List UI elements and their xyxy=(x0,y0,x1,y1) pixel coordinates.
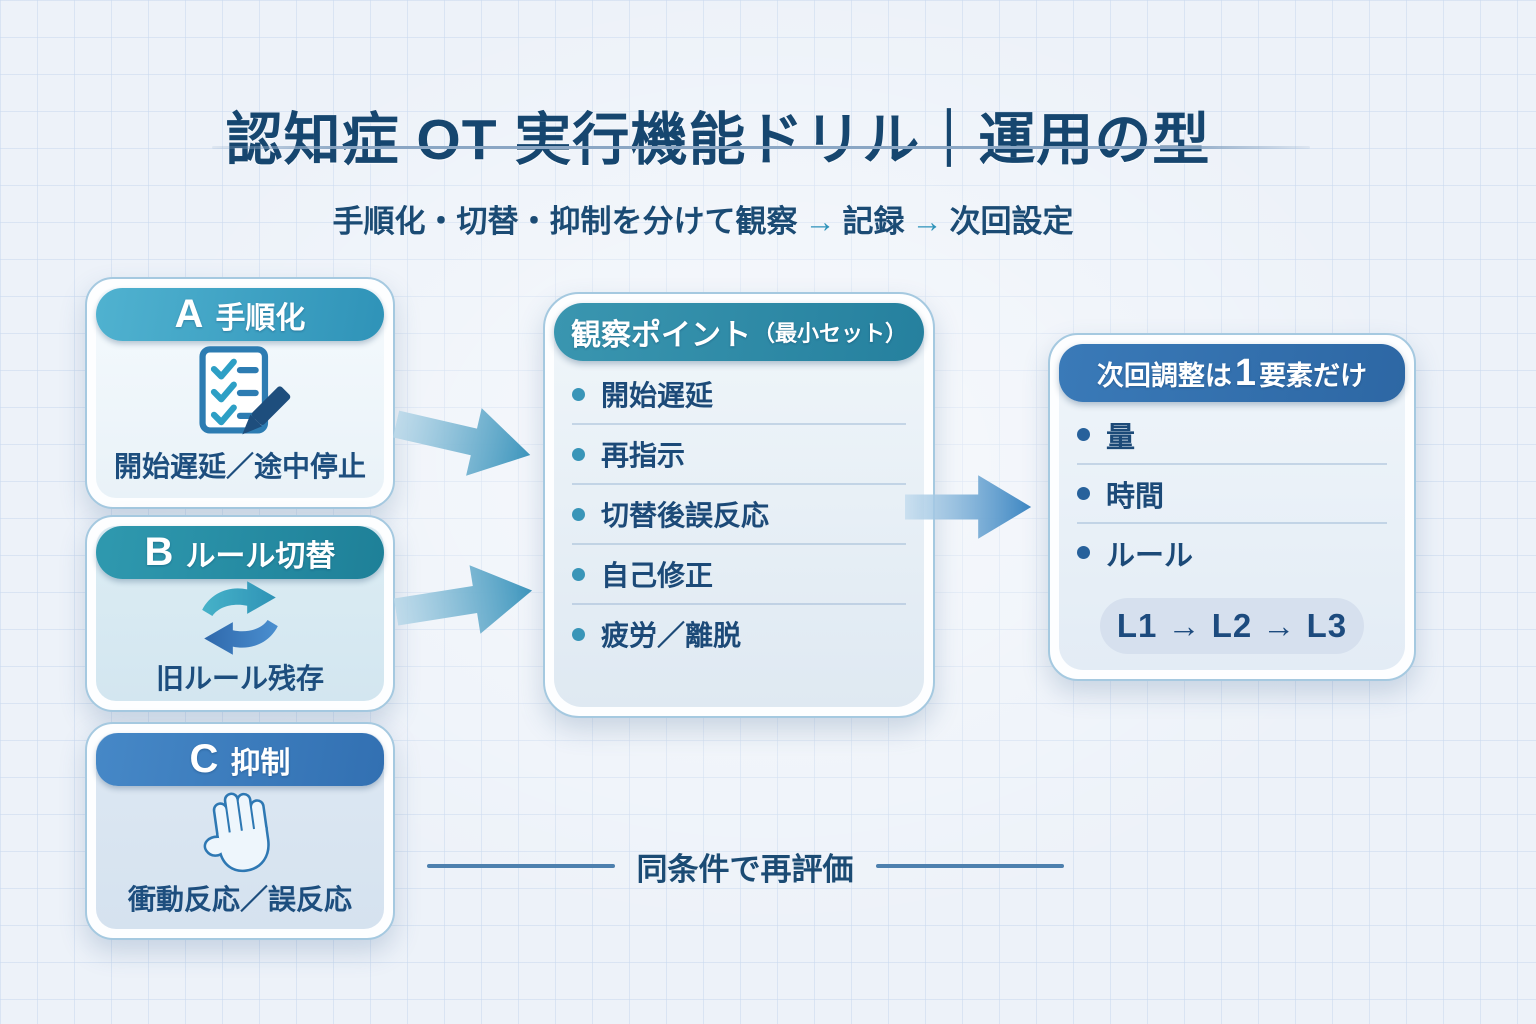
arrow-a-to-observation xyxy=(392,408,531,476)
item-label: 量 xyxy=(1106,421,1136,454)
item-label: 自己修正 xyxy=(601,560,714,591)
flow-step-next-setting: 次回設定 xyxy=(949,204,1074,239)
category-box-c: C 抑制 xyxy=(85,722,395,940)
bullet-dot xyxy=(1077,428,1090,441)
box-b-letter: B xyxy=(144,530,174,574)
checklist-icon xyxy=(199,346,291,435)
level-sequence-pill: L1 → L2 → L3 xyxy=(1100,598,1364,654)
bullet-dot xyxy=(1077,487,1090,500)
bullet-dot xyxy=(1077,546,1090,559)
observation-header: 観察ポイント （最小セット） xyxy=(554,303,924,361)
observation-title-note: （最小セット） xyxy=(752,321,907,346)
footer-row: 同条件で再評価 xyxy=(370,846,1120,887)
swap-arrows-icon xyxy=(202,581,278,655)
observation-panel-body: 観察ポイント （最小セット） 開始遅延 再指示 切替後誤反応 自己修正 疲労／離… xyxy=(554,303,924,707)
box-c-letter: C xyxy=(189,737,219,781)
item-label: ルール xyxy=(1106,539,1194,572)
page-title: 認知症 OT 実行機能ドリル｜運用の型 xyxy=(225,108,1211,173)
list-item: 量 xyxy=(1077,406,1387,465)
item-label: 疲労／離脱 xyxy=(601,620,742,651)
list-item: 切替後誤反応 xyxy=(572,485,906,545)
category-box-c-body: C 抑制 xyxy=(96,733,384,929)
bullet-dot xyxy=(572,507,585,521)
list-item: 再指示 xyxy=(572,425,906,485)
flow-step-record: 記録 xyxy=(842,204,905,239)
title-divider xyxy=(212,146,1310,149)
adjustment-list: 量 時間 ルール xyxy=(1059,406,1405,588)
box-c-label: 抑制 xyxy=(230,746,291,780)
box-b-icon-area xyxy=(194,579,286,657)
box-c-header: C 抑制 xyxy=(96,733,384,786)
flow-step-observe: 観察 xyxy=(735,204,798,239)
stop-hand-icon xyxy=(203,792,270,873)
bullet-dot xyxy=(572,567,585,581)
box-b-header: B ルール切替 xyxy=(96,526,384,579)
footer-line-left xyxy=(426,864,615,868)
list-item: 時間 xyxy=(1077,465,1387,524)
category-box-a-body: A 手順化 xyxy=(96,288,384,498)
arrow-b-to-observation xyxy=(393,565,533,634)
category-box-b: B ルール切替 旧ルール残存 xyxy=(85,515,395,712)
list-item: 開始遅延 xyxy=(572,365,906,425)
adjustment-title-number: 1 xyxy=(1234,351,1257,394)
subtitle-prefix: 手順化・切替・抑制を分けて xyxy=(332,204,736,239)
footer-line-right xyxy=(875,864,1064,868)
category-box-a: A 手順化 xyxy=(85,277,395,509)
observation-list: 開始遅延 再指示 切替後誤反応 自己修正 疲労／離脱 xyxy=(554,365,924,707)
item-label: 開始遅延 xyxy=(601,380,714,411)
flow-arrow-icon: → xyxy=(804,204,836,239)
bullet-dot xyxy=(572,447,585,461)
adjustment-title-suffix: 要素だけ xyxy=(1259,360,1368,391)
item-label: 再指示 xyxy=(601,440,686,471)
list-item: 疲労／離脱 xyxy=(572,605,906,663)
item-label: 切替後誤反応 xyxy=(601,500,770,531)
adjustment-panel: 次回調整は 1 要素だけ 量 時間 ルール L1 → L2 → L3 xyxy=(1048,333,1416,681)
observation-panel: 観察ポイント （最小セット） 開始遅延 再指示 切替後誤反応 自己修正 疲労／離… xyxy=(543,292,935,718)
arrow-observation-to-adjustment xyxy=(905,475,1032,539)
box-c-icon-area xyxy=(194,786,286,878)
page-subtitle: 手順化・切替・抑制を分けて観察→記録→次回設定 xyxy=(0,196,1406,241)
category-box-b-body: B ルール切替 旧ルール残存 xyxy=(96,526,384,701)
adjustment-panel-body: 次回調整は 1 要素だけ 量 時間 ルール L1 → L2 → L3 xyxy=(1059,344,1405,670)
box-b-label: ルール切替 xyxy=(185,539,336,573)
adjustment-title-prefix: 次回調整は xyxy=(1096,360,1232,391)
bullet-dot xyxy=(572,387,585,401)
observation-title: 観察ポイント xyxy=(570,319,751,352)
box-c-caption: 衝動反応／誤反応 xyxy=(127,884,352,915)
box-a-caption: 開始遅延／途中停止 xyxy=(113,451,366,482)
box-a-label: 手順化 xyxy=(215,301,306,335)
box-a-header: A 手順化 xyxy=(96,288,384,341)
box-a-letter: A xyxy=(174,292,204,336)
list-item: ルール xyxy=(1077,524,1387,581)
box-b-caption: 旧ルール残存 xyxy=(155,663,324,694)
bullet-dot xyxy=(572,627,585,641)
item-label: 時間 xyxy=(1106,480,1165,513)
flow-arrow-icon: → xyxy=(911,204,943,239)
adjustment-header: 次回調整は 1 要素だけ xyxy=(1059,344,1405,402)
list-item: 自己修正 xyxy=(572,545,906,605)
footer-label: 同条件で再評価 xyxy=(636,851,854,887)
box-a-icon-area xyxy=(188,341,292,445)
